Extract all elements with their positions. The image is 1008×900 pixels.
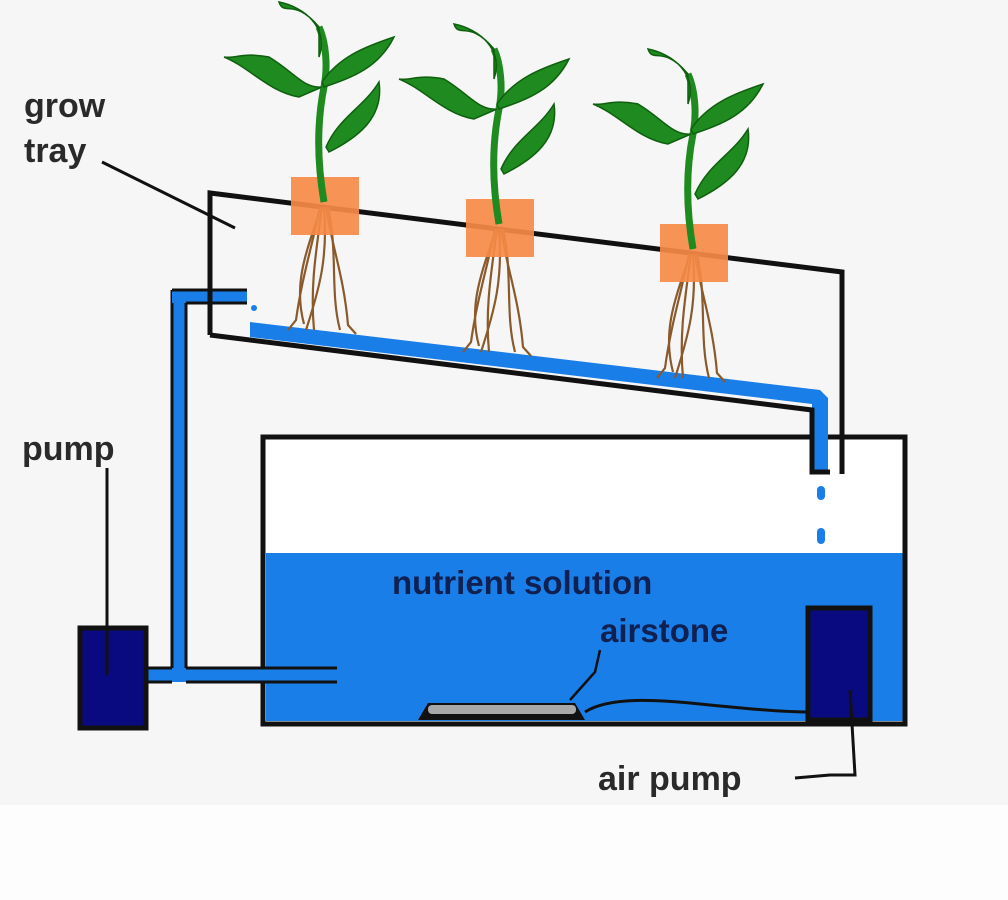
water-pump	[77, 288, 337, 731]
drip-2	[817, 528, 825, 544]
leaf	[646, 48, 691, 105]
label-grow: grow	[24, 87, 106, 125]
reservoir-tank	[260, 434, 908, 727]
grow-tray-bottom	[209, 332, 830, 475]
pump-body	[77, 625, 149, 731]
leaf	[690, 82, 765, 135]
leaf	[398, 76, 498, 120]
intake-pipe	[145, 668, 337, 682]
leaf	[277, 1, 322, 58]
airstone-leader-line	[569, 649, 602, 701]
blank-bottom-area	[0, 805, 1008, 900]
riser-pipe	[172, 290, 186, 670]
air-pump	[794, 605, 873, 780]
stem	[315, 25, 330, 203]
label-pump: pump	[22, 430, 115, 468]
air-line	[584, 698, 811, 714]
leaf	[500, 101, 556, 175]
leaf	[325, 79, 381, 153]
label-air-pump: air pump	[598, 760, 742, 798]
plants	[223, 1, 765, 383]
air-pump-leader-line	[794, 689, 857, 780]
plant-3	[592, 48, 765, 383]
leaf	[694, 126, 750, 200]
leaf	[321, 35, 396, 88]
nutrient-solution-fill	[266, 553, 903, 721]
feed-drip	[251, 305, 257, 311]
airstone-body	[428, 705, 576, 714]
plant-2	[398, 23, 571, 357]
drip-1	[817, 486, 825, 500]
label-tray: tray	[24, 132, 86, 170]
nutrient-film	[250, 322, 828, 472]
label-airstone: airstone	[600, 612, 728, 649]
stem	[684, 72, 699, 250]
air-pump-body	[805, 605, 873, 723]
leaf	[496, 57, 571, 110]
leaf	[592, 101, 692, 145]
grow-tray-leader-line	[101, 160, 236, 230]
label-nutrient-solution: nutrient solution	[392, 564, 652, 601]
plant-1	[223, 1, 396, 335]
leaf	[223, 54, 323, 98]
leaf	[452, 23, 497, 80]
airstone	[418, 649, 811, 720]
stem	[490, 47, 505, 225]
